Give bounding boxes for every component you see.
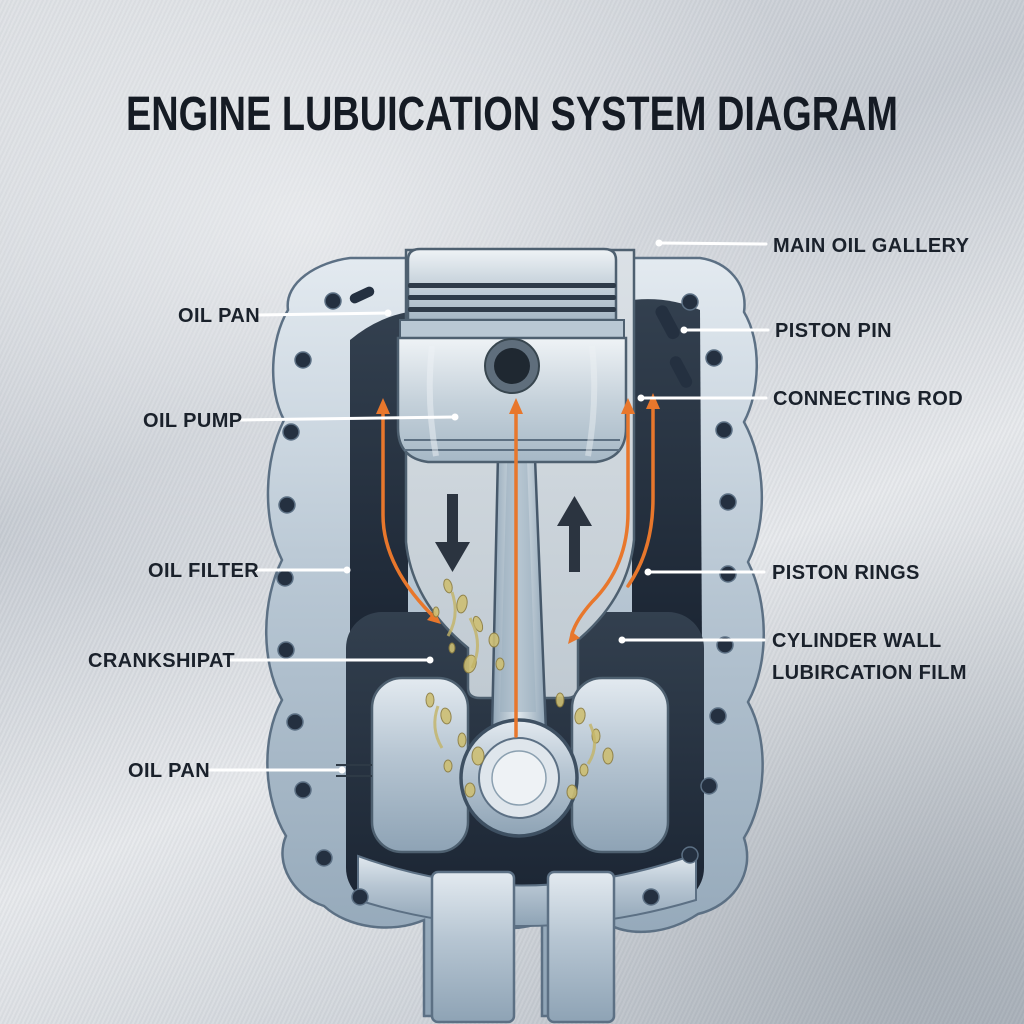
label-cylinder-wall: CYLINDER WALL bbox=[772, 630, 942, 652]
oil-gallery-slots bbox=[349, 286, 693, 388]
bolt-holes bbox=[276, 292, 737, 906]
label-oil-pump: OIL PUMP bbox=[143, 410, 243, 432]
label-lubrication-film: LUBIRCATION FILM bbox=[772, 662, 967, 684]
leader-oil-pan-top bbox=[255, 311, 390, 317]
label-connecting-rod: CONNECTING ROD bbox=[773, 388, 963, 410]
piston-skirt bbox=[396, 336, 628, 464]
label-oil-pan-bottom: OIL PAN bbox=[128, 760, 210, 782]
piston-motion-up-arrow bbox=[557, 496, 592, 572]
label-piston-rings: PISTON RINGS bbox=[772, 562, 920, 584]
label-main-oil-gallery: MAIN OIL GALLERY bbox=[773, 235, 970, 257]
leader-oil-pump bbox=[238, 415, 457, 422]
label-oil-filter: OIL FILTER bbox=[148, 560, 259, 582]
piston-motion-down-arrow bbox=[435, 494, 470, 572]
leader-endpoints bbox=[338, 239, 688, 774]
piston-skirt-lines bbox=[404, 439, 620, 451]
leader-lines bbox=[205, 241, 770, 772]
oil-splash-streaks bbox=[433, 591, 596, 765]
oil-splash bbox=[425, 578, 614, 800]
oil-flow-lines bbox=[381, 397, 655, 738]
piston bbox=[396, 247, 628, 464]
connecting-rod-ibeam bbox=[500, 430, 536, 712]
crankshaft-journal bbox=[459, 718, 579, 838]
oil-flow-arrowheads bbox=[376, 393, 660, 644]
piston-rings bbox=[408, 283, 616, 312]
crankcase-legs bbox=[430, 870, 616, 1024]
leader-main-oil-gallery bbox=[657, 241, 768, 246]
label-piston-pin: PISTON PIN bbox=[775, 320, 892, 342]
label-crankshaft: CRANKSHIPAT bbox=[88, 650, 235, 672]
piston-pin bbox=[484, 338, 540, 394]
page-title: ENGINE LUBUICATION SYSTEM DIAGRAM bbox=[126, 88, 898, 141]
engine-illustration bbox=[265, 247, 765, 1024]
label-oil-pan-top: OIL PAN bbox=[178, 305, 260, 327]
web-split-lines bbox=[336, 764, 372, 777]
